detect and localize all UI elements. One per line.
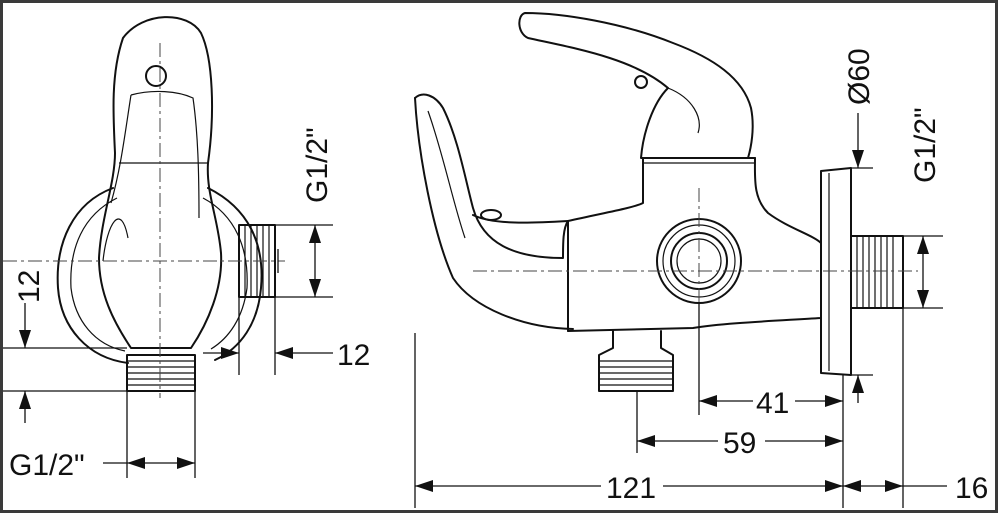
side-lever [98,16,223,349]
side-dimensions [3,224,333,478]
label-front-dim-16: 16 [955,472,988,505]
label-side-height: 12 [13,270,46,303]
label-front-thread: G1/2" [909,107,942,183]
label-side-offset: 12 [337,339,370,372]
label-side-thread-bottom: G1/2" [9,449,85,482]
side-view [3,16,285,398]
side-lever-pivot [145,65,167,87]
drawing-frame: 12 12 G1/2" G1/2" [3,3,995,510]
label-side-thread-right: G1/2" [301,127,334,203]
label-front-dim-121: 121 [606,472,656,505]
label-front-dim-41: 41 [756,387,789,420]
front-view [414,12,918,392]
front-body [567,157,822,332]
label-front-dim-59: 59 [723,427,756,460]
label-front-diameter: Ø60 [843,48,876,105]
technical-drawing: 12 12 G1/2" G1/2" [3,12,988,508]
front-thread [850,235,904,309]
front-dimensions [414,113,947,508]
side-wall-plate [56,187,263,364]
front-spout [414,93,569,259]
